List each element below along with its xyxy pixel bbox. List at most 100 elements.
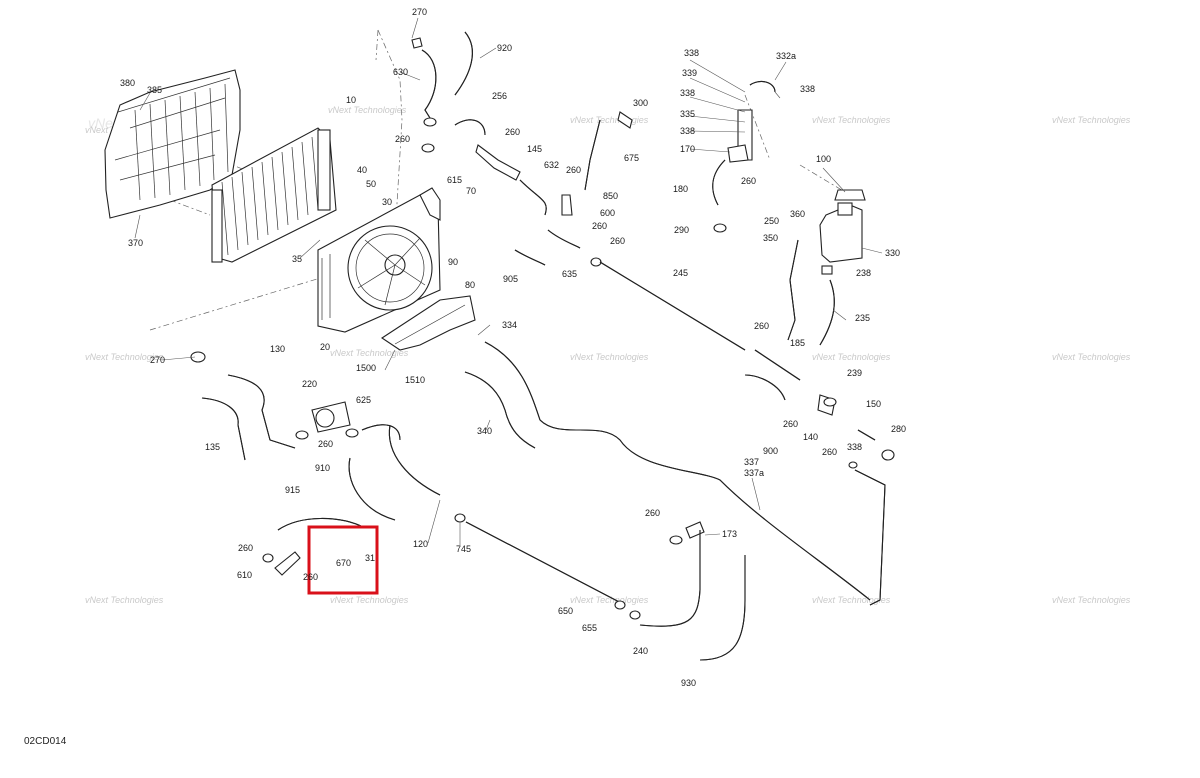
- part-label-260: 260: [395, 134, 410, 144]
- part-label-635: 635: [562, 269, 577, 279]
- part-label-10: 10: [346, 95, 356, 105]
- part-label-905: 905: [503, 274, 518, 284]
- part-label-140: 140: [803, 432, 818, 442]
- part-label-260: 260: [303, 572, 318, 582]
- part-label-900: 900: [763, 446, 778, 456]
- part-label-339: 339: [682, 68, 697, 78]
- watermark-text: vNext Technologies: [570, 352, 649, 362]
- bracket: [381, 295, 476, 351]
- part-label-145: 145: [527, 144, 542, 154]
- part-label-120: 120: [413, 539, 428, 549]
- part-label-1500: 1500: [356, 363, 376, 373]
- part-label-915: 915: [285, 485, 300, 495]
- part-label-135: 135: [205, 442, 220, 452]
- part-label-370: 370: [128, 238, 143, 248]
- part-label-260: 260: [783, 419, 798, 429]
- part-label-300: 300: [633, 98, 648, 108]
- part-label-280: 280: [891, 424, 906, 434]
- part-label-630: 630: [393, 67, 408, 77]
- watermark-text: vNext Technologies: [812, 595, 891, 605]
- part-label-600: 600: [600, 208, 615, 218]
- part-label-40: 40: [357, 165, 367, 175]
- watermark-text: vNext Technologies: [1052, 352, 1131, 362]
- part-label-290: 290: [674, 225, 689, 235]
- part-label-239: 239: [847, 368, 862, 378]
- part-label-632: 632: [544, 160, 559, 170]
- part-label-338: 338: [684, 48, 699, 58]
- part-label-337: 337: [744, 457, 759, 467]
- part-label-35: 35: [292, 254, 302, 264]
- part-label-20: 20: [320, 342, 330, 352]
- part-label-650: 650: [558, 606, 573, 616]
- part-label-260: 260: [822, 447, 837, 457]
- part-label-745: 745: [456, 544, 471, 554]
- part-label-240: 240: [633, 646, 648, 656]
- part-label-334: 334: [502, 320, 517, 330]
- part-label-235: 235: [855, 313, 870, 323]
- part-label-70: 70: [466, 186, 476, 196]
- part-label-850: 850: [603, 191, 618, 201]
- part-label-270: 270: [412, 7, 427, 17]
- watermark-text: vNext Technologies: [812, 115, 891, 125]
- highlight-box: [307, 525, 379, 595]
- part-label-260: 260: [566, 165, 581, 175]
- part-label-170: 170: [680, 144, 695, 154]
- watermark-text: vNext Technologies: [812, 352, 891, 362]
- part-label-670: 670: [336, 558, 351, 568]
- part-label-615: 615: [447, 175, 462, 185]
- part-label-150: 150: [866, 399, 881, 409]
- hoses-lower-left: [190, 351, 466, 576]
- hoses-top: [411, 31, 633, 267]
- watermark-text: vNext Technologies: [330, 348, 409, 358]
- part-label-238: 238: [856, 268, 871, 278]
- part-label-338: 338: [800, 84, 815, 94]
- part-label-180: 180: [673, 184, 688, 194]
- watermark-text: vNext Technologies: [1052, 115, 1131, 125]
- watermark-layer: vNext vNext Technologies vNext Technolog…: [85, 105, 1131, 605]
- part-label-130: 130: [270, 344, 285, 354]
- watermark-text: vNext Technologies: [570, 595, 649, 605]
- part-label-50: 50: [366, 179, 376, 189]
- part-label-380: 380: [120, 78, 135, 88]
- part-label-185: 185: [790, 338, 805, 348]
- part-label-100: 100: [816, 154, 831, 164]
- part-label-173: 173: [722, 529, 737, 539]
- part-label-655: 655: [582, 623, 597, 633]
- part-label-80: 80: [465, 280, 475, 290]
- leader-lines: [134, 17, 883, 545]
- part-label-250: 250: [764, 216, 779, 226]
- part-label-920: 920: [497, 43, 512, 53]
- part-label-245: 245: [673, 268, 688, 278]
- part-label-675: 675: [624, 153, 639, 163]
- part-label-360: 360: [790, 209, 805, 219]
- part-label-90: 90: [448, 257, 458, 267]
- watermark-text: vNext Technologies: [85, 595, 164, 605]
- document-code: 02CD014: [24, 736, 67, 747]
- part-label-338: 338: [680, 88, 695, 98]
- part-label-335: 335: [680, 109, 695, 119]
- part-label-338: 338: [680, 126, 695, 136]
- coolant-tank-area: [712, 80, 895, 469]
- radiator: [211, 127, 337, 263]
- part-label-330: 330: [885, 248, 900, 258]
- part-label-270: 270: [150, 355, 165, 365]
- part-label-610: 610: [237, 570, 252, 580]
- part-label-260: 260: [741, 176, 756, 186]
- part-label-260: 260: [318, 439, 333, 449]
- watermark-text: vNext Technologies: [85, 352, 164, 362]
- part-label-260: 260: [505, 127, 520, 137]
- part-label-338: 338: [847, 442, 862, 452]
- part-label-220: 220: [302, 379, 317, 389]
- part-label-260: 260: [754, 321, 769, 331]
- part-label-332a: 332a: [776, 51, 796, 61]
- part-label-1510: 1510: [405, 375, 425, 385]
- part-label-260: 260: [610, 236, 625, 246]
- watermark-text: vNext Technologies: [570, 115, 649, 125]
- part-label-385: 385: [147, 85, 162, 95]
- part-label-910: 910: [315, 463, 330, 473]
- radiator-shroud: [104, 69, 241, 219]
- part-label-930: 930: [681, 678, 696, 688]
- part-label-256: 256: [492, 91, 507, 101]
- watermark-text: vNext Technologies: [1052, 595, 1131, 605]
